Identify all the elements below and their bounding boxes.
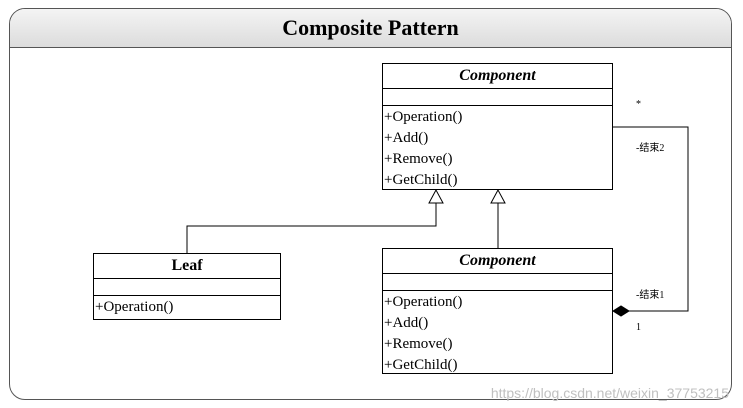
class-name: Leaf: [94, 254, 280, 279]
leaf-generalization-arrowhead: [428, 188, 444, 204]
operation: +Add(): [384, 130, 429, 146]
watermark: https://blog.csdn.net/weixin_37753215: [490, 385, 729, 401]
association-end2-multiplicity: *: [636, 99, 641, 110]
association-end1-role: -结束1: [636, 290, 665, 301]
diagram-title: Composite Pattern: [10, 9, 731, 48]
association-end1-multiplicity: 1: [636, 322, 641, 333]
component-class: Component +Operation() +Add() +Remove() …: [382, 63, 613, 190]
attributes-compartment: [383, 89, 612, 106]
operation: +GetChild(): [384, 357, 458, 373]
aggregation-line: [613, 126, 689, 312]
operation: +Remove(): [384, 336, 453, 352]
operation: +Add(): [384, 315, 429, 331]
class-name: Component: [383, 64, 612, 89]
attributes-compartment: [383, 274, 612, 291]
operations-compartment: +Operation() +Add() +Remove() +GetChild(…: [383, 291, 612, 376]
aggregation-diamond: [612, 305, 630, 317]
attributes-compartment: [94, 279, 280, 296]
composite-class: Component +Operation() +Add() +Remove() …: [382, 248, 613, 374]
association-end2-role: -结束2: [636, 143, 665, 154]
operations-compartment: +Operation() +Add() +Remove() +GetChild(…: [383, 106, 612, 191]
class-name: Component: [383, 249, 612, 274]
operation: +Operation(): [384, 109, 463, 125]
composite-generalization-arrowhead: [490, 188, 506, 204]
operation: +Remove(): [384, 151, 453, 167]
operation: +Operation(): [384, 294, 463, 310]
operation: +GetChild(): [384, 172, 458, 188]
leaf-generalization-line: [186, 203, 437, 253]
leaf-class: Leaf +Operation(): [93, 253, 281, 320]
operation: +Operation(): [95, 299, 174, 315]
operations-compartment: +Operation(): [94, 296, 280, 318]
